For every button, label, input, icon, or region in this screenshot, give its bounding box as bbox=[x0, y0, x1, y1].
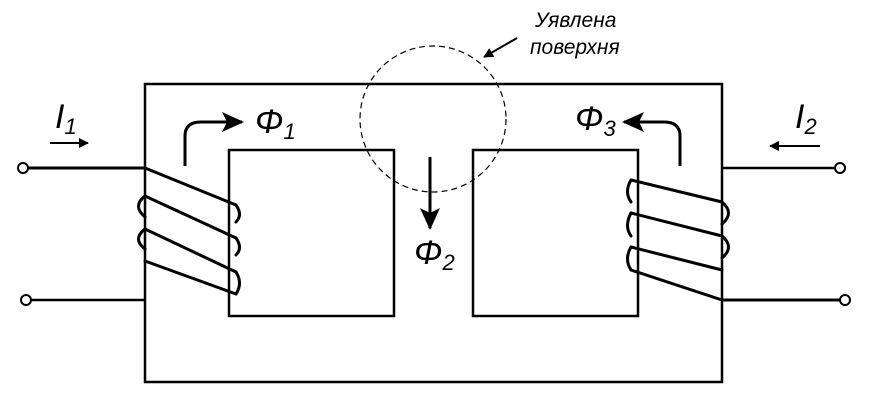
left-terminal-bottom bbox=[20, 294, 32, 306]
current-2-label: I2 bbox=[795, 98, 817, 139]
core-window-right bbox=[471, 148, 640, 318]
flux-3-label: Φ3 bbox=[575, 100, 616, 141]
core-outer-frame bbox=[143, 82, 724, 384]
flux-2-symbol: Φ bbox=[414, 234, 442, 272]
flux-3-subscript: 3 bbox=[603, 116, 616, 141]
flux-1-arrow bbox=[183, 112, 244, 166]
flux-3-symbol: Φ bbox=[575, 100, 603, 138]
surface-note-line-2: поверхня bbox=[530, 36, 620, 59]
right-terminal-bottom bbox=[839, 294, 851, 306]
flux-1-subscript: 1 bbox=[283, 119, 295, 144]
left-coil bbox=[137, 166, 241, 296]
imaginary-surface-circle bbox=[359, 45, 507, 193]
right-coil bbox=[626, 178, 730, 302]
right-terminal-top bbox=[834, 162, 846, 174]
left-terminal-top bbox=[17, 162, 29, 174]
flux-2-subscript: 2 bbox=[441, 250, 454, 275]
flux-3-arrow bbox=[622, 112, 682, 166]
surface-note-line-1: Уявлена bbox=[534, 9, 616, 32]
surface-pointer-arrow bbox=[483, 37, 518, 58]
current-2-symbol: I bbox=[795, 98, 805, 136]
flux-1-label: Φ1 bbox=[255, 103, 296, 144]
core-window-left bbox=[227, 148, 396, 318]
flux-1-symbol: Φ bbox=[255, 103, 283, 141]
flux-2-label: Φ2 bbox=[414, 234, 455, 275]
current-1-label: I1 bbox=[55, 98, 77, 139]
current-2-subscript: 2 bbox=[803, 114, 816, 139]
current-1-subscript: 1 bbox=[64, 114, 76, 139]
current-1-symbol: I bbox=[55, 98, 65, 136]
